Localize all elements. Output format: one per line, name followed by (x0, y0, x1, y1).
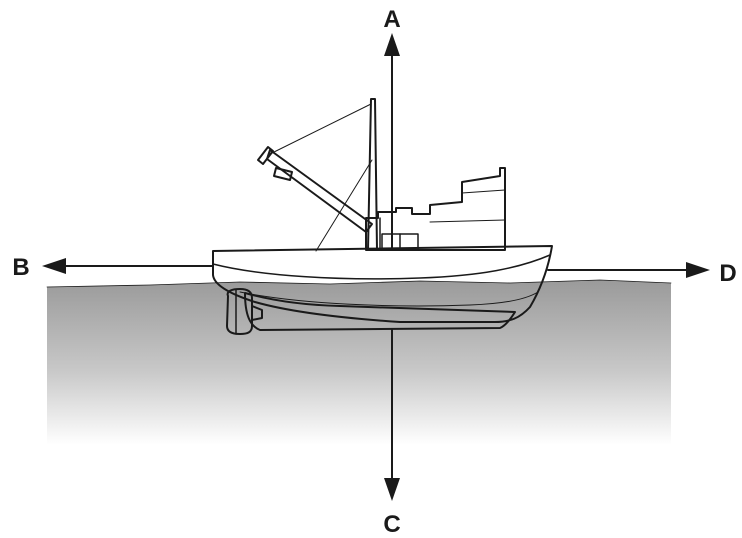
arrowhead-down-icon (384, 478, 400, 501)
boom-bracket (273, 167, 293, 181)
propeller-hub (251, 305, 263, 321)
label-a: A (383, 6, 400, 33)
arrowhead-right-icon (686, 262, 710, 278)
fishing-boat-icon (212, 98, 553, 335)
label-b: B (12, 254, 29, 281)
water (47, 280, 671, 445)
cabin-stripe-2 (461, 189, 506, 194)
boom-tip (257, 146, 274, 165)
label-c: C (383, 511, 400, 538)
water-surface-line (46, 279, 672, 288)
hull-sheer-line (212, 254, 551, 280)
arrowhead-left-icon (42, 258, 66, 274)
propeller (226, 288, 253, 335)
force-arrow-a (384, 33, 400, 251)
label-d: D (719, 260, 736, 287)
rigging-line-lower (315, 159, 373, 252)
hull-chine-line (239, 291, 539, 307)
force-arrow-b (42, 258, 214, 274)
force-arrow-d (547, 262, 710, 278)
wheelhouse (365, 167, 506, 251)
hull (212, 245, 553, 323)
cabin-stripe-1 (429, 219, 506, 223)
force-arrow-c (384, 329, 400, 501)
rigging-line-upper (269, 103, 372, 155)
boom (266, 149, 373, 233)
arrowhead-up-icon (384, 33, 400, 56)
